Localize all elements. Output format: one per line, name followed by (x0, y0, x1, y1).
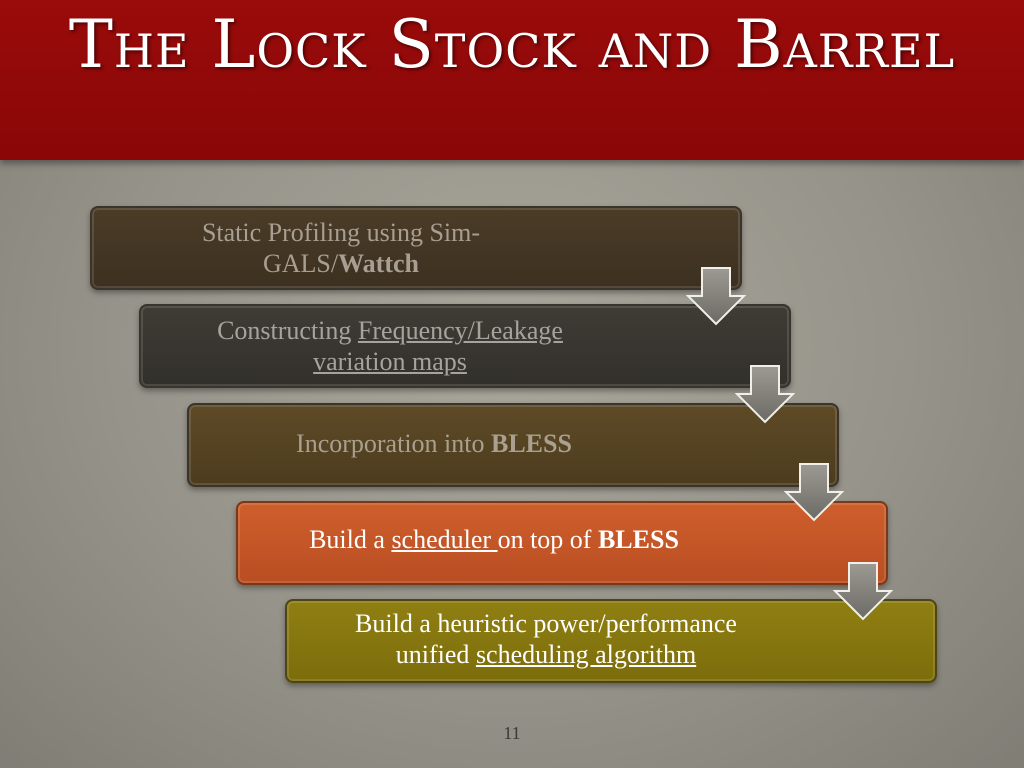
step-2-text-a: Constructing (217, 316, 358, 345)
step-5-link[interactable]: scheduling algorithm (475, 640, 697, 669)
step-2-link-a[interactable]: Frequency/Leakage (357, 316, 563, 345)
down-arrow-icon (833, 562, 893, 621)
slide-title: The Lock Stock and Barrel (68, 6, 956, 83)
page-number: 11 (503, 723, 521, 743)
step-2-box: Constructing Frequency/Leakage variation… (139, 304, 791, 388)
step-4-box: Build a scheduler on top of BLESS (236, 501, 888, 585)
step-1-text-c: Wattch (338, 249, 419, 278)
down-arrow-icon (686, 267, 746, 326)
step-3-text-a: Incorporation into (296, 428, 491, 458)
step-5-text-a: Build a heuristic power/performance (355, 609, 737, 638)
step-3-text-b: BLESS (491, 428, 572, 458)
step-1-box: Static Profiling using Sim- GALS/Wattch (90, 206, 742, 290)
step-3-box: Incorporation into BLESS (187, 403, 839, 487)
step-5-text-b: unified (395, 640, 476, 669)
down-arrow-icon (784, 463, 844, 522)
step-4-text-c: BLESS (597, 524, 679, 554)
title-band (0, 0, 1024, 160)
step-1-text-b: GALS/ (262, 249, 339, 278)
step-4-text-b: on top of (497, 524, 598, 554)
step-4-link[interactable]: scheduler (391, 524, 498, 554)
step-5-box: Build a heuristic power/performance unif… (285, 599, 937, 683)
down-arrow-icon (735, 365, 795, 424)
step-1-text-a: Static Profiling using Sim- (201, 218, 481, 247)
step-4-text-a: Build a (309, 524, 392, 554)
step-2-link-b[interactable]: variation maps (313, 347, 467, 376)
